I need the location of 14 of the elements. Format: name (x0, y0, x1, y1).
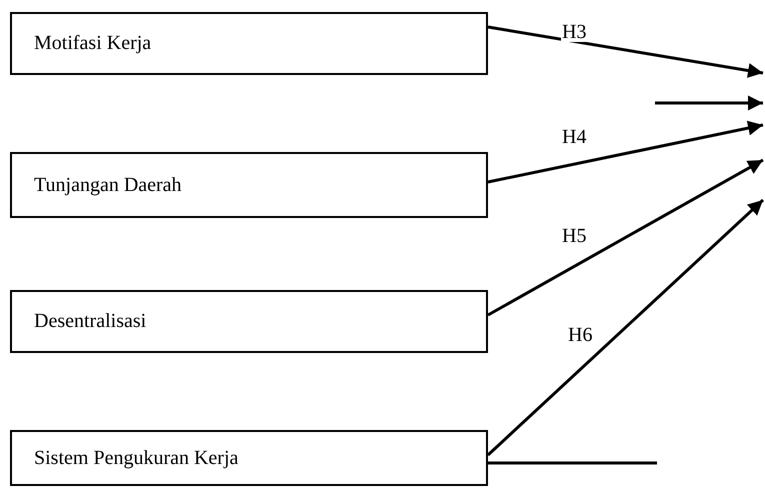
arrow (488, 26, 764, 78)
variable-box (10, 152, 488, 218)
variable-box (10, 12, 488, 75)
variable-label: Sistem Pengukuran Kerja (34, 446, 238, 470)
line (488, 462, 657, 464)
arrow (487, 158, 764, 316)
variable-label: Desentralisasi (34, 310, 146, 333)
variable-box (10, 430, 488, 486)
variable-label: Tunjangan Daerah (34, 174, 182, 196)
arrow (486, 198, 764, 456)
variable-box (10, 290, 488, 353)
edge-label: H3 (561, 22, 588, 42)
variable-label: Motifasi Kerja (34, 32, 152, 55)
arrow (488, 120, 764, 184)
